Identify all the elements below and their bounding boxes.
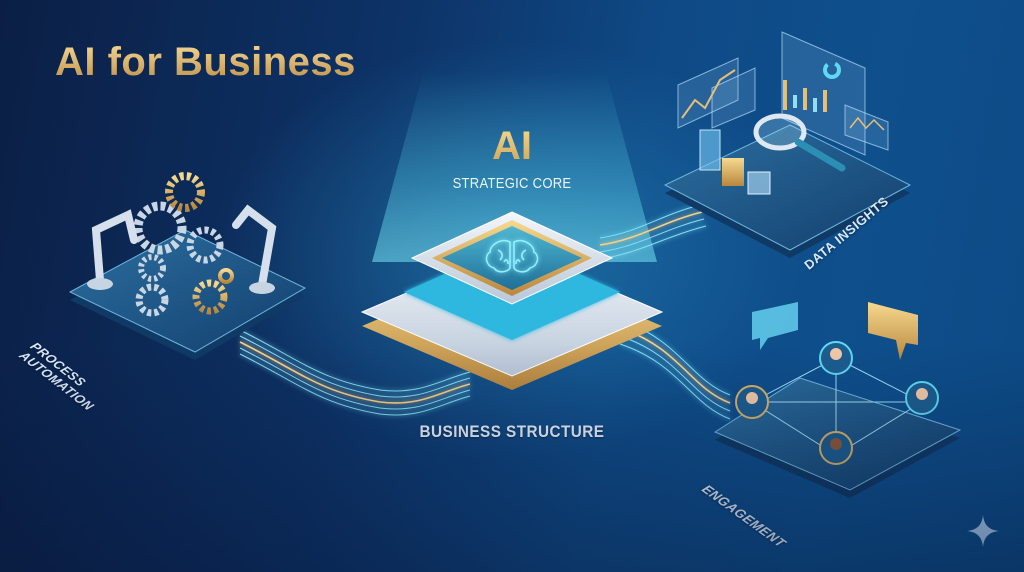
connection-stream-top-right [599,204,707,260]
connection-stream-left [239,329,471,416]
gears-icon [133,172,234,317]
magnifier-icon [753,113,846,172]
cube-icon [699,129,771,195]
brain-icon [485,239,539,273]
engagement-platform [713,302,962,498]
line-chart-icon [681,69,736,119]
business-structure-label: BUSINESS STRUCTURE [419,422,605,441]
core-subheading: STRATEGIC CORE [452,176,572,192]
data-insights-platform [663,31,912,258]
person-avatar-icon [735,341,939,465]
donut-chart-icon [823,61,841,79]
robot-base-left [87,278,113,290]
wave-chart-icon [849,116,885,131]
core-platform [360,211,664,390]
page-title: AI for Business [55,40,356,84]
process-automation-platform [68,172,307,360]
robot-arm-icon [91,204,277,289]
core-heading: AI [0,124,1024,169]
bar-chart-icon [783,80,827,112]
chat-bubble-icon [752,302,918,360]
sparkle-icon [967,515,999,547]
robot-base-right [249,282,275,294]
